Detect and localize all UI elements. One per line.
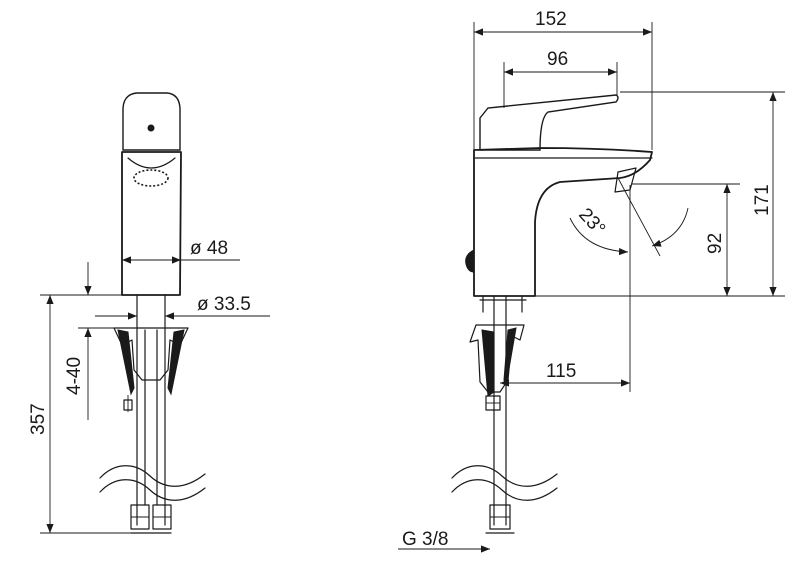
dim-shank-diameter: ø 33.5 (197, 294, 251, 315)
dim-handle-width: 96 (547, 49, 568, 70)
front-aerator-mesh (133, 169, 169, 187)
dim-spout-height: 92 (705, 233, 726, 254)
front-dimensions: ø 48 ø 33.5 4-40 357 (28, 238, 270, 534)
side-view (451, 94, 653, 534)
front-break-line-bottom (99, 479, 206, 501)
side-bracket-wedge (481, 329, 495, 397)
side-break-line-top (451, 465, 558, 487)
side-nozzle (614, 167, 637, 193)
dim-total-height: 171 (752, 184, 773, 216)
front-aerator (127, 157, 176, 169)
front-rod-nut (123, 399, 133, 411)
front-body (121, 151, 182, 296)
dim-total-width: 152 (535, 9, 567, 30)
side-lever (479, 94, 619, 151)
side-fixing-bracket (469, 324, 525, 393)
side-knob (465, 249, 475, 273)
side-break-line-bottom (451, 479, 558, 501)
dim-overall-length: 357 (28, 403, 49, 435)
dim-swivel-angle: 23° (574, 204, 609, 239)
dim-body-diameter: ø 48 (190, 238, 228, 259)
dim-connection-thread: G 3/8 (402, 529, 448, 550)
dim-counter-thickness: 4-40 (64, 357, 85, 395)
front-break-line-top (99, 465, 206, 487)
front-view (99, 92, 206, 534)
front-bracket-wedge-left (117, 329, 135, 396)
side-dimensions: 152 96 171 92 115 23° G 3/8 (398, 9, 785, 553)
front-lever-cap (122, 92, 181, 151)
front-lever-dot (147, 124, 155, 132)
dim-spout-reach: 115 (546, 361, 576, 382)
front-bracket-wedge-right (167, 329, 185, 396)
side-body (473, 147, 653, 297)
